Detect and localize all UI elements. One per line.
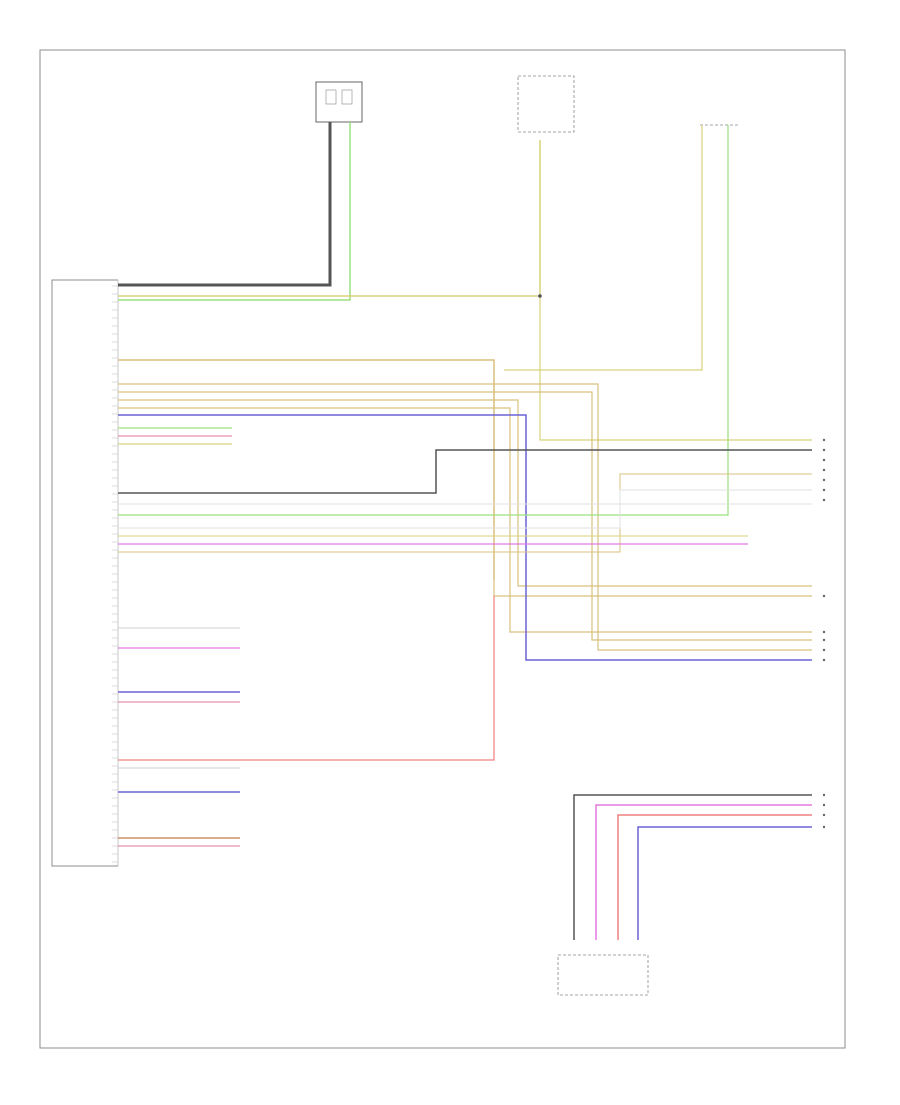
terminal-dot xyxy=(822,488,826,492)
terminal-dot xyxy=(822,458,826,462)
wire-red xyxy=(118,596,495,761)
wire-bottom-right-bundle xyxy=(573,794,812,940)
terminal-dot xyxy=(822,438,826,442)
antenna-module xyxy=(315,81,363,123)
terminal-dot xyxy=(822,478,826,482)
terminal-dot xyxy=(822,638,826,642)
terminal-dot xyxy=(822,825,826,829)
audio-module xyxy=(51,279,119,867)
terminal-dot xyxy=(822,803,826,807)
wire-gray-antenna xyxy=(118,122,351,301)
terminal-dot xyxy=(822,630,826,634)
terminal-dot xyxy=(822,448,826,452)
wire-tan-mid xyxy=(118,473,812,553)
terminal-dots xyxy=(822,438,826,829)
bottom-module xyxy=(557,954,649,996)
terminal-dot xyxy=(822,594,826,598)
wire-green-right xyxy=(118,125,729,516)
page-frame xyxy=(39,49,846,1049)
wire-gray-mid xyxy=(118,449,812,494)
wire-yellow-top xyxy=(118,140,812,441)
terminal-dot xyxy=(822,498,826,502)
wire-tan-bundle xyxy=(118,359,812,651)
pin-rows xyxy=(112,285,118,863)
wire-short-stubs xyxy=(118,427,240,847)
wire-magenta xyxy=(118,535,748,545)
wire-blue xyxy=(118,414,812,661)
terminal-dot xyxy=(822,813,826,817)
terminal-dot xyxy=(822,793,826,797)
terminal-dot xyxy=(822,468,826,472)
terminal-dot xyxy=(822,658,826,662)
terminal-dot xyxy=(822,648,826,652)
center-module xyxy=(517,75,575,133)
